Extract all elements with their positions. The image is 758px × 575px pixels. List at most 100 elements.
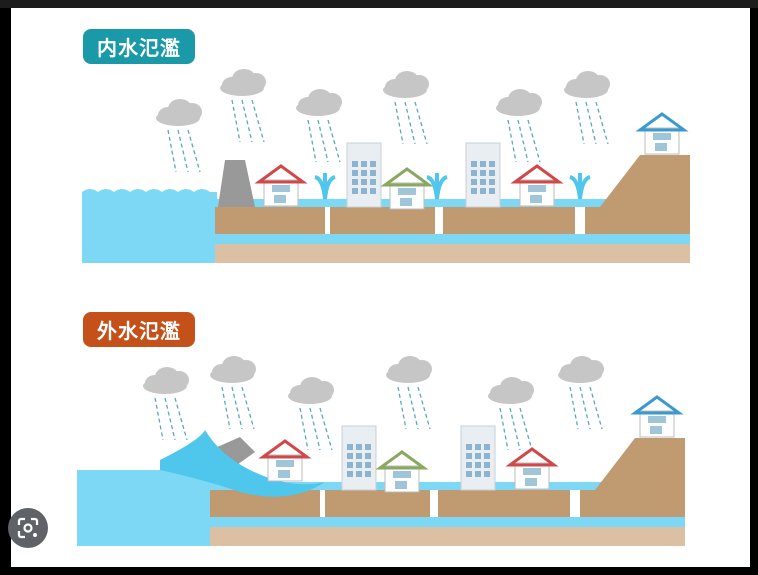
building-window — [489, 161, 495, 167]
house-window — [523, 468, 541, 475]
cloud-icon — [288, 377, 334, 404]
rain-drops — [579, 386, 591, 430]
house-roof — [380, 167, 434, 187]
cloud-icon — [156, 99, 202, 126]
cloud-icon — [383, 71, 429, 98]
house-window — [276, 460, 294, 467]
rain-drops — [507, 119, 517, 163]
deep-soil — [210, 527, 685, 546]
building-window — [370, 170, 376, 176]
building-window — [352, 179, 358, 185]
water-spout — [569, 173, 591, 200]
cloud-icon — [143, 367, 189, 394]
building-window — [361, 179, 367, 185]
house-window — [274, 195, 286, 203]
house-roof — [510, 164, 564, 184]
cloud-icon — [488, 377, 534, 404]
house-window — [525, 478, 537, 486]
river-water — [77, 470, 212, 546]
building-window — [489, 170, 495, 176]
house-roof — [635, 112, 689, 132]
rain-drops — [241, 386, 255, 430]
rain-drops — [575, 101, 585, 145]
building-window — [370, 188, 376, 194]
hill — [595, 438, 685, 517]
rain-drops — [154, 397, 164, 441]
flood-water — [215, 199, 690, 207]
drain-pipe — [215, 234, 690, 244]
building-window — [356, 444, 362, 450]
rain-drops — [397, 386, 407, 430]
building-window — [356, 453, 362, 459]
top-bar — [0, 0, 758, 8]
building-window — [347, 453, 353, 459]
building-window — [475, 471, 481, 477]
building-window — [361, 161, 367, 167]
rain-drops — [167, 129, 177, 173]
building-window — [475, 453, 481, 459]
water-spout — [314, 173, 336, 200]
building-window — [370, 161, 376, 167]
rain-drops — [417, 386, 431, 430]
ground-block — [325, 490, 430, 517]
rain-drops — [221, 386, 231, 430]
house-window — [653, 133, 671, 140]
house-wall — [639, 410, 675, 438]
deep-soil — [215, 244, 690, 263]
building-window — [480, 188, 486, 194]
rain-drops — [319, 407, 333, 451]
rain-drops — [327, 119, 341, 163]
building-window — [365, 462, 371, 468]
house-window — [400, 198, 412, 206]
river-flooding-label: 外水氾濫 — [83, 312, 195, 347]
house-window — [655, 143, 667, 151]
building-window — [475, 444, 481, 450]
building-window — [471, 188, 477, 194]
house-roof — [258, 439, 312, 459]
ground-block — [580, 490, 595, 517]
cloud-icon — [210, 356, 256, 383]
building-window — [480, 179, 486, 185]
house-window — [393, 471, 411, 478]
inland-flooding-label: 内水氾濫 — [83, 29, 195, 64]
rain-drops — [177, 129, 189, 173]
overflow-wave — [160, 430, 325, 497]
building-window — [365, 444, 371, 450]
building-window — [361, 188, 367, 194]
building-window — [471, 170, 477, 176]
building-window — [471, 161, 477, 167]
rain-drops — [299, 407, 309, 451]
google-lens-icon[interactable] — [8, 508, 48, 548]
building-window — [365, 471, 371, 477]
cloud-icon — [296, 89, 342, 116]
house-window — [278, 470, 290, 478]
building-window — [475, 462, 481, 468]
waves — [82, 189, 210, 192]
hill — [600, 155, 690, 234]
building-window — [484, 444, 490, 450]
building-window — [356, 462, 362, 468]
ground-block — [330, 207, 435, 234]
rain-drops — [404, 101, 416, 145]
building-window — [489, 179, 495, 185]
house-window — [528, 185, 546, 192]
building-window — [484, 453, 490, 459]
house-roof — [254, 164, 308, 184]
rain-drops — [585, 101, 597, 145]
rain-drops — [317, 119, 329, 163]
cloud-icon — [558, 356, 604, 383]
rain-drops — [589, 386, 603, 430]
rain-drops — [309, 407, 321, 451]
levee — [218, 160, 255, 207]
house-roof — [630, 395, 684, 415]
cloud-icon — [220, 69, 266, 96]
rain-drops — [509, 407, 521, 451]
ground-block — [585, 207, 600, 234]
building-window — [480, 170, 486, 176]
rain-drops — [231, 386, 243, 430]
rain-drops — [527, 119, 541, 163]
house-roof — [505, 447, 559, 467]
rain-drops — [414, 101, 428, 145]
cloud-icon — [564, 71, 610, 98]
